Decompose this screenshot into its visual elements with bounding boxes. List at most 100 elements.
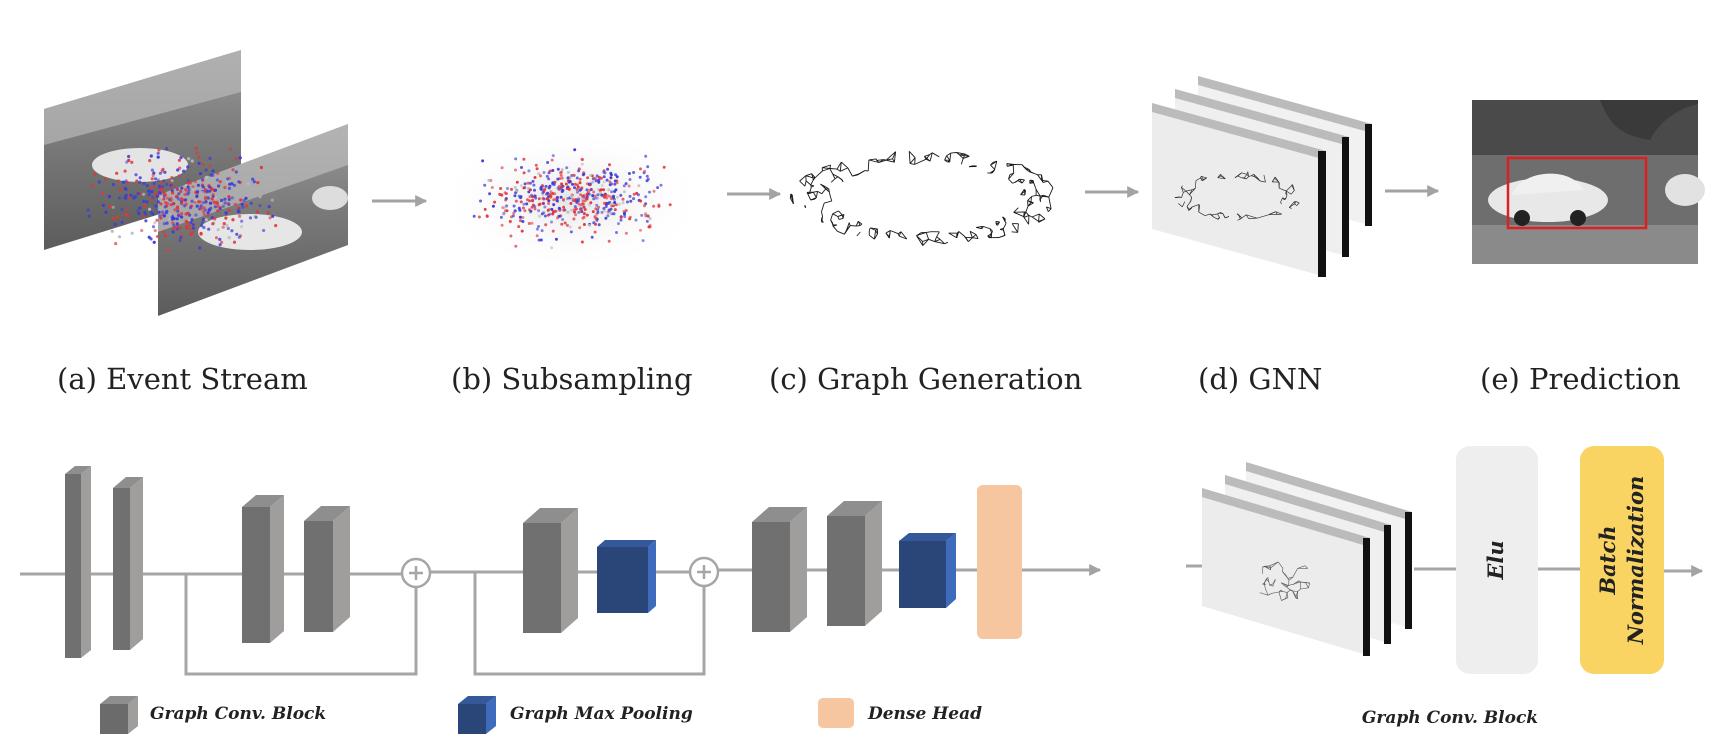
event-point (577, 169, 581, 173)
graph-edge (868, 159, 879, 163)
event-point (614, 173, 618, 177)
event-point (138, 180, 142, 184)
event-point (223, 201, 227, 205)
graph-edge (1180, 187, 1184, 193)
event-point (646, 165, 650, 169)
event-point (556, 177, 560, 181)
event-point (142, 199, 146, 203)
graph-edge (1297, 565, 1306, 569)
event-point (237, 210, 241, 214)
graph-edge (1026, 169, 1031, 173)
graph-edge (1245, 214, 1249, 219)
graph-edge (821, 188, 827, 194)
event-point (193, 200, 197, 204)
event-point (560, 168, 564, 172)
event-point (216, 201, 220, 206)
frame-back-sky (44, 50, 241, 145)
event-point (234, 157, 238, 161)
graph-edge (1300, 587, 1309, 590)
graph-edge (890, 230, 899, 235)
graph-edge (809, 186, 812, 193)
event-point (548, 169, 552, 173)
event-point (137, 212, 141, 216)
graph-edge (846, 222, 850, 231)
graph-edge (893, 151, 897, 163)
graph-edge (1308, 583, 1310, 588)
event-point (645, 174, 649, 178)
event-point (174, 194, 179, 199)
event-point (200, 177, 204, 181)
graph-edge (898, 231, 902, 237)
event-point (180, 186, 184, 190)
event-point (101, 203, 106, 207)
graph-edge (1201, 175, 1206, 179)
event-point (605, 178, 609, 182)
event-point (199, 204, 203, 208)
event-point (589, 173, 593, 177)
event-point (149, 237, 153, 241)
event-point (161, 210, 165, 214)
event-point (274, 224, 278, 228)
event-point (566, 176, 570, 180)
event-point (556, 167, 560, 171)
graph-edge (972, 237, 979, 240)
event-point (613, 182, 617, 186)
event-point (532, 183, 536, 187)
event-point (602, 207, 606, 210)
graph-edge (990, 162, 994, 166)
graph-edge (1021, 164, 1027, 171)
graph-edge (1269, 561, 1279, 567)
graph-edge (924, 154, 930, 157)
event-point (512, 211, 516, 215)
event-point (117, 196, 121, 200)
event-point (172, 223, 176, 227)
event-point (643, 169, 647, 173)
event-point (637, 184, 641, 188)
graph-edge (1286, 190, 1292, 195)
event-point (573, 148, 577, 152)
event-point (585, 188, 589, 192)
event-point (214, 236, 219, 240)
conv-block-7 (827, 501, 882, 626)
graph-edge (1021, 179, 1025, 184)
graph-edge (1038, 213, 1046, 220)
event-point (147, 189, 151, 193)
event-point (187, 180, 192, 184)
event-point (483, 183, 487, 187)
graph-edge (991, 168, 995, 174)
graph-edge (1278, 591, 1282, 601)
legend-conv-swatch (100, 696, 138, 734)
graph-edge (829, 164, 832, 169)
graph-edge (1217, 213, 1220, 218)
event-point (515, 180, 519, 184)
graph-edge (1046, 206, 1052, 210)
event-point (472, 214, 476, 218)
event-point (578, 226, 582, 230)
graph-edge (994, 161, 998, 170)
event-point (150, 197, 154, 201)
event-point (197, 200, 201, 204)
event-point (533, 205, 537, 208)
event-point (597, 223, 601, 227)
event-point (230, 182, 234, 186)
event-point (200, 221, 204, 225)
event-point (612, 194, 616, 198)
event-point (578, 207, 582, 211)
event-point (182, 169, 186, 173)
graph-edge (1045, 206, 1049, 212)
event-point (566, 197, 570, 200)
graph-edge (1008, 178, 1013, 184)
event-point (152, 181, 156, 185)
graph-edge (1294, 203, 1297, 206)
event-point (608, 163, 611, 167)
event-point (581, 173, 585, 177)
legend-dense-label: Dense Head (867, 704, 982, 724)
graph-edge (1217, 177, 1226, 180)
graph-edge (959, 153, 966, 156)
event-point (136, 192, 140, 196)
event-point (195, 194, 199, 198)
graph-edge (936, 231, 940, 237)
event-point (521, 220, 525, 223)
event-point (564, 182, 568, 186)
graph-edge (1035, 189, 1041, 197)
